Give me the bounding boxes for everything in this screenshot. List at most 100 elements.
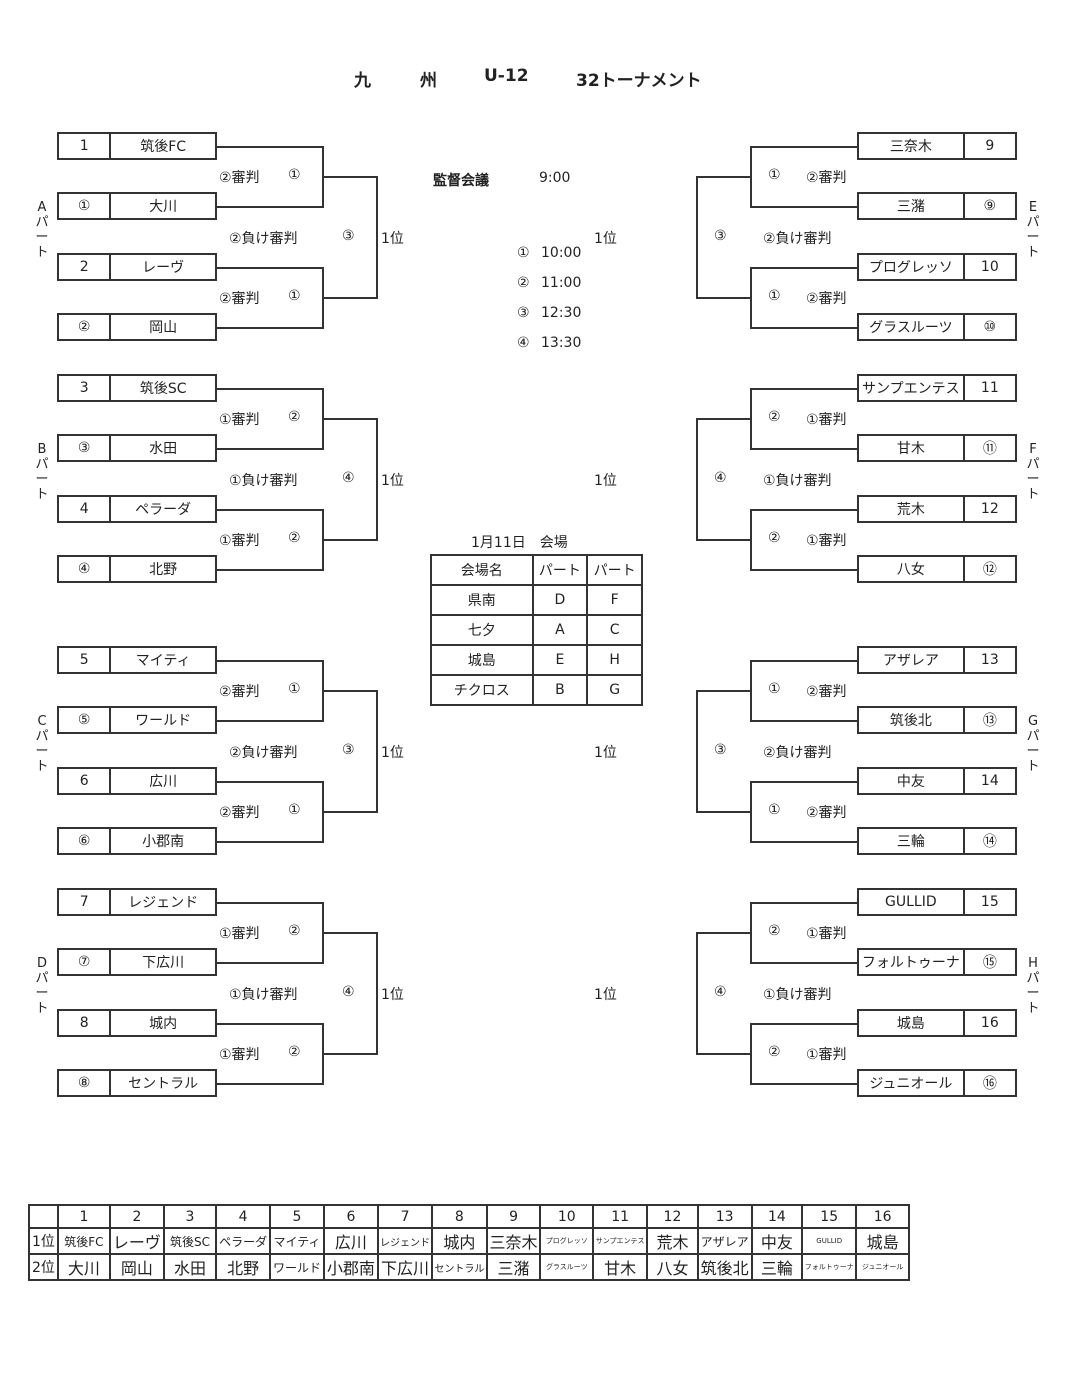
- summary-cell: グラスルーツ: [539, 1253, 595, 1281]
- round-label: ①: [288, 288, 301, 304]
- bracket-line: [217, 1083, 323, 1085]
- team-name: プログレッソ: [868, 260, 953, 276]
- bracket-line: [697, 176, 751, 178]
- seed-number: ⑯: [962, 1071, 1015, 1095]
- bracket-line: [323, 176, 377, 178]
- part-char: ト: [1026, 487, 1040, 502]
- part-char: パ: [35, 729, 49, 744]
- summary-cell: 荒木: [646, 1227, 699, 1255]
- summary-column-header: 7: [376, 1204, 434, 1229]
- bracket-line: [376, 418, 378, 541]
- summary-cell: 城島: [855, 1227, 910, 1255]
- round-mark-2: ②: [517, 275, 530, 291]
- venue-header-cell: パート: [586, 554, 643, 586]
- bracket-line: [217, 448, 323, 450]
- referee-label: ②審判: [806, 684, 847, 700]
- seed-number: ⑤: [77, 712, 91, 728]
- bracket-line: [750, 1023, 752, 1085]
- bracket-line: [376, 176, 378, 299]
- summary-column-header: 12: [646, 1204, 699, 1229]
- seed-number: 12: [962, 497, 1015, 521]
- part-char: パ: [35, 971, 49, 986]
- seed-number: 10: [962, 255, 1015, 279]
- team-name: GULLID: [885, 894, 937, 910]
- summary-cell: サンプエンテス: [592, 1227, 649, 1255]
- referee-label: ②審判: [806, 170, 847, 186]
- round-time-1: 10:00: [541, 245, 582, 261]
- round-label: ②: [768, 530, 781, 546]
- referee-label: ①審判: [219, 533, 260, 549]
- part-char: パ: [35, 457, 49, 472]
- summary-cell: 八女: [646, 1253, 699, 1281]
- summary-column-header: 8: [431, 1204, 488, 1229]
- bracket-line: [217, 267, 323, 269]
- part-char: ト: [1026, 1001, 1040, 1016]
- part-char: ー: [35, 230, 49, 245]
- first-place-label: 1位: [594, 230, 617, 247]
- first-place-label: 1位: [381, 744, 404, 761]
- bracket-line: [376, 690, 378, 813]
- summary-column-header: 10: [539, 1204, 595, 1229]
- summary-cell: マイティ: [269, 1227, 325, 1255]
- summary-column-header: 15: [801, 1204, 858, 1229]
- bracket-line: [751, 1023, 857, 1025]
- summary-cell: 甘木: [592, 1253, 649, 1281]
- summary-cell: フォルトゥーナ: [801, 1253, 858, 1281]
- seed-number: 16: [962, 1011, 1015, 1035]
- bracket-line: [750, 660, 752, 722]
- first-place-label: 1位: [594, 472, 617, 489]
- bracket-line: [696, 418, 698, 541]
- round-label: ④: [714, 983, 727, 1000]
- referee-label: ①審判: [806, 533, 847, 549]
- part-char: ト: [35, 245, 49, 260]
- round-label: ②: [288, 409, 301, 425]
- round-label: ①: [768, 802, 781, 818]
- part-char: パ: [1026, 729, 1040, 744]
- bracket-line: [750, 781, 752, 843]
- summary-cell: 三輪: [750, 1253, 804, 1281]
- venue-cell: B: [531, 674, 589, 706]
- title-part-1: 九: [354, 71, 371, 91]
- summary-cell: 大川: [56, 1253, 111, 1281]
- seed-number: 1: [79, 138, 89, 154]
- meeting-time: 9:00: [539, 170, 571, 186]
- round-label: ③: [342, 741, 355, 758]
- bracket-line: [751, 327, 857, 329]
- summary-column-header: 2: [108, 1204, 165, 1229]
- summary-cell: プログレッソ: [539, 1227, 595, 1255]
- summary-column-header: 4: [215, 1204, 272, 1229]
- summary-cell: 小郡南: [322, 1253, 379, 1281]
- part-char: G: [1027, 714, 1039, 729]
- team-name: 城島: [896, 1016, 925, 1032]
- summary-cell: 筑後SC: [162, 1227, 218, 1255]
- team-name: 広川: [109, 769, 215, 793]
- part-char: ー: [35, 744, 49, 759]
- round-label: ①: [768, 681, 781, 697]
- referee-label: ②審判: [219, 170, 260, 186]
- round-time-4: 13:30: [541, 335, 582, 351]
- round-label: ②: [768, 1044, 781, 1060]
- summary-cell: セントラル: [431, 1253, 488, 1281]
- part-char: A: [37, 200, 47, 215]
- summary-cell: 広川: [322, 1227, 379, 1255]
- venue-cell: F: [586, 584, 643, 616]
- seed-number: ②: [77, 319, 91, 335]
